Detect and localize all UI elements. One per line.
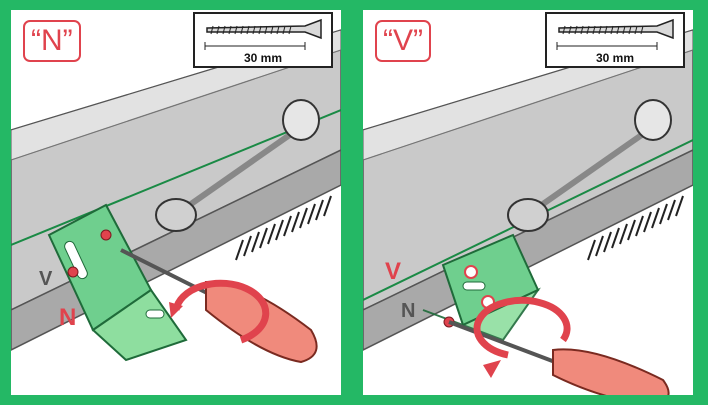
position-letter-upper-active: V [385,258,401,286]
mode-label: “V” [383,24,423,57]
panel-v-position: “V” 30 mm V N [363,10,693,395]
position-letter-lower-active: N [59,304,76,332]
screw-size-box: 30 mm [545,12,685,68]
screw-length-label: 30 mm [547,51,683,65]
mode-label: “N” [31,24,73,57]
screw-length-label: 30 mm [195,51,331,65]
position-letter-upper: V [39,268,52,291]
mode-label-badge: “V” [375,20,431,62]
screw-size-box: 30 mm [193,12,333,68]
panel-n-position: “N” 30 mm V N [11,10,341,395]
position-letter-lower: N [401,300,415,323]
mode-label-badge: “N” [23,20,81,62]
